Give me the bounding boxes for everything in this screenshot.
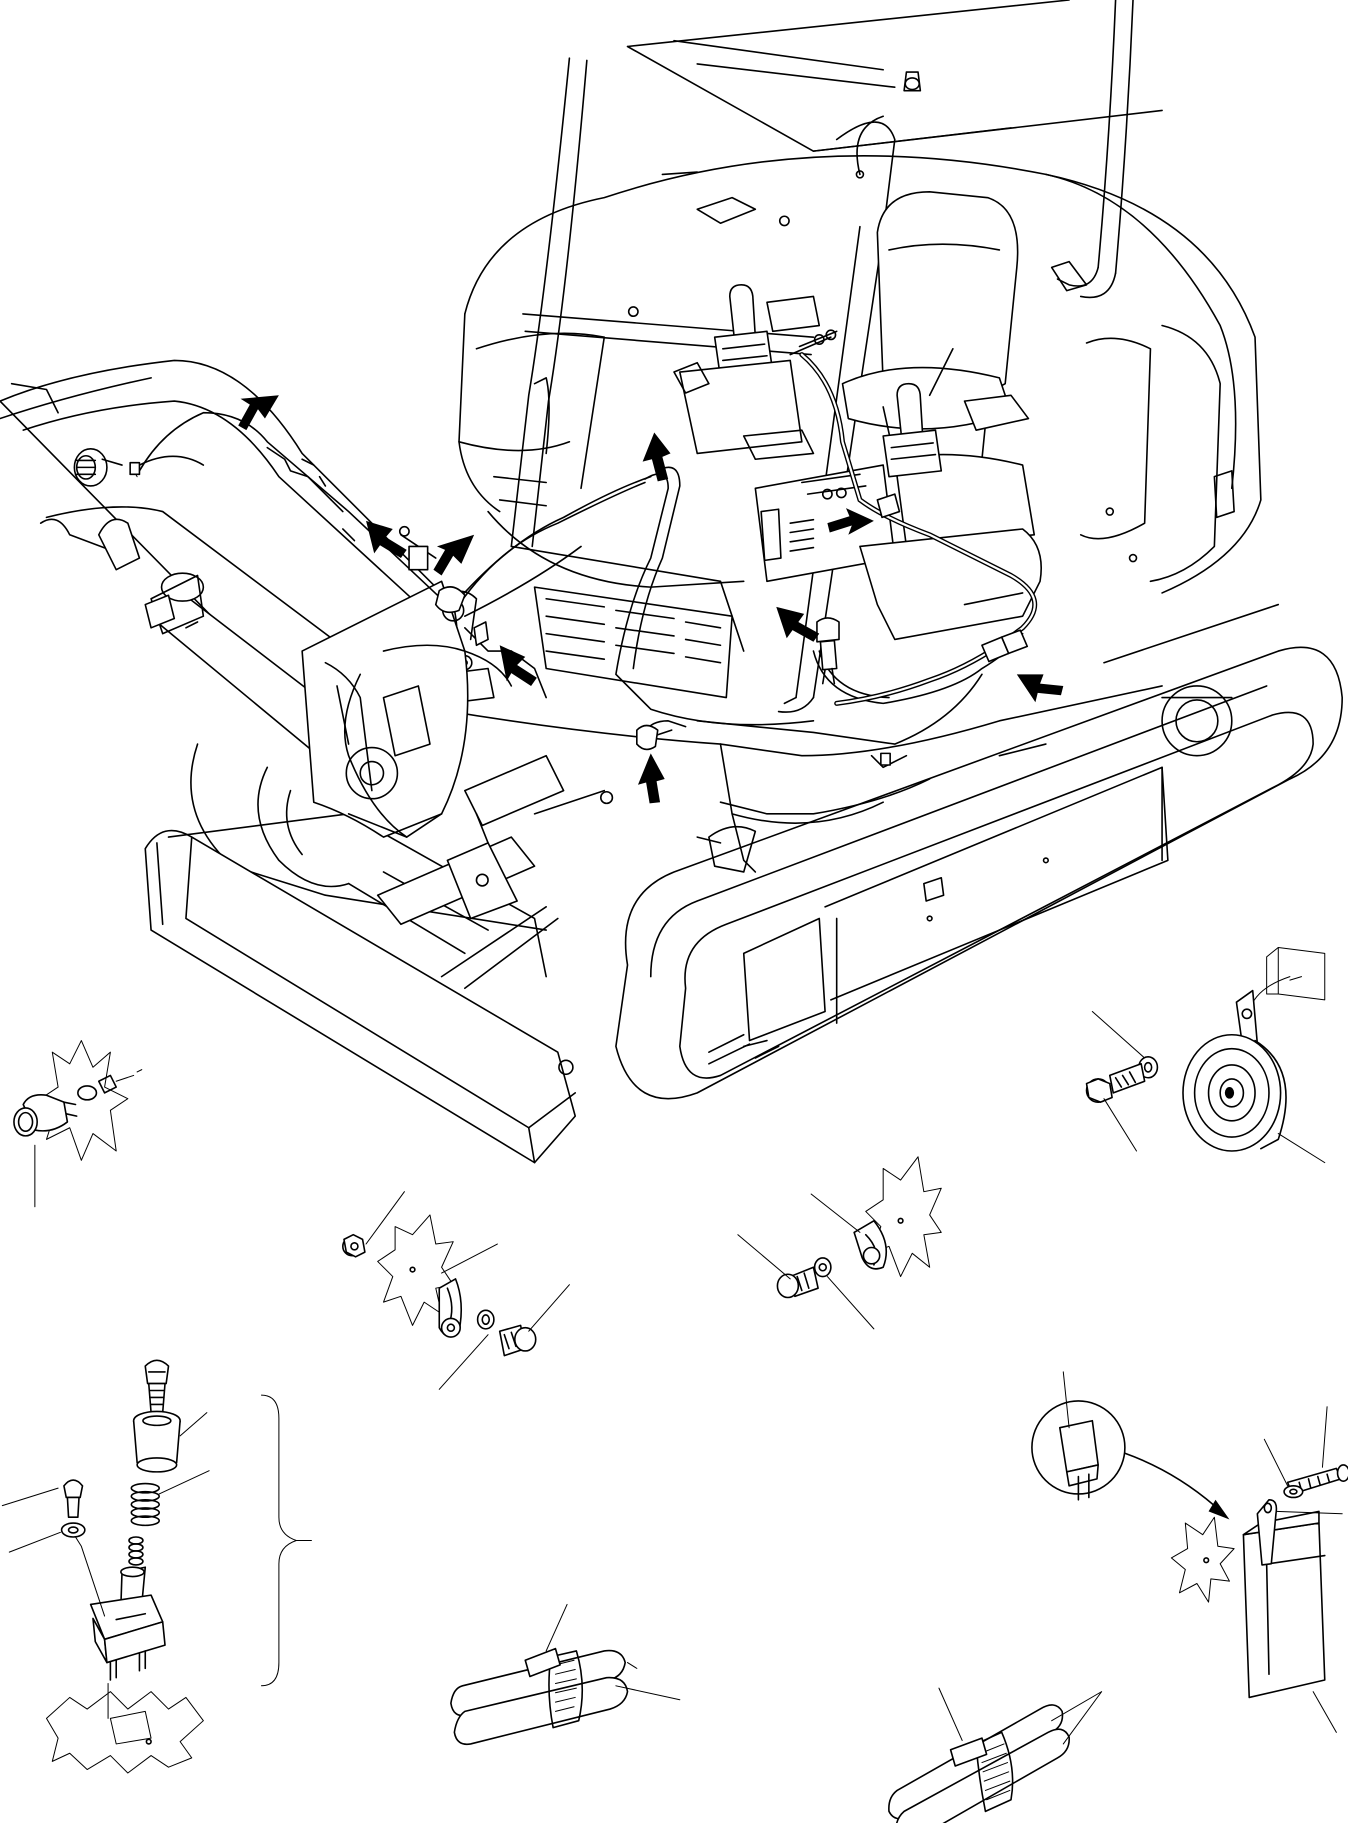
boom-arm xyxy=(0,360,476,837)
blade-cylinder xyxy=(378,756,613,925)
detail-wire-clamp-right xyxy=(738,1157,941,1329)
callout-arrow xyxy=(827,508,874,535)
detail-horn-switch-assembly xyxy=(2,1360,311,1773)
operator-seat xyxy=(843,192,1035,547)
callout-arrow xyxy=(637,753,665,804)
upper-structure xyxy=(459,156,1261,593)
excavator-machine xyxy=(0,0,1342,1163)
detail-wire-clamp-left xyxy=(343,1192,570,1390)
work-light xyxy=(74,449,122,486)
callout-arrow xyxy=(642,432,671,482)
callout-arrow xyxy=(499,645,537,686)
detail-push-button-switch xyxy=(14,1041,142,1207)
callout-arrow xyxy=(433,534,475,576)
callout-arrow xyxy=(1016,674,1064,703)
detail-cable-tie-double xyxy=(889,1688,1102,1823)
right-crawler-track xyxy=(616,605,1342,1099)
callout-arrows xyxy=(238,395,1064,804)
lower-frame xyxy=(372,512,1162,872)
detail-cable-tie-single xyxy=(451,1604,680,1744)
callout-arrow xyxy=(366,520,407,559)
control-levers xyxy=(680,285,941,477)
detail-horn xyxy=(1087,948,1325,1163)
console-area xyxy=(674,363,1041,640)
dozer-blade xyxy=(145,814,575,1163)
detail-relay xyxy=(1032,1372,1348,1732)
rops-canopy xyxy=(511,0,1162,712)
callout-arrow xyxy=(776,606,820,642)
callout-arrow xyxy=(238,395,279,431)
